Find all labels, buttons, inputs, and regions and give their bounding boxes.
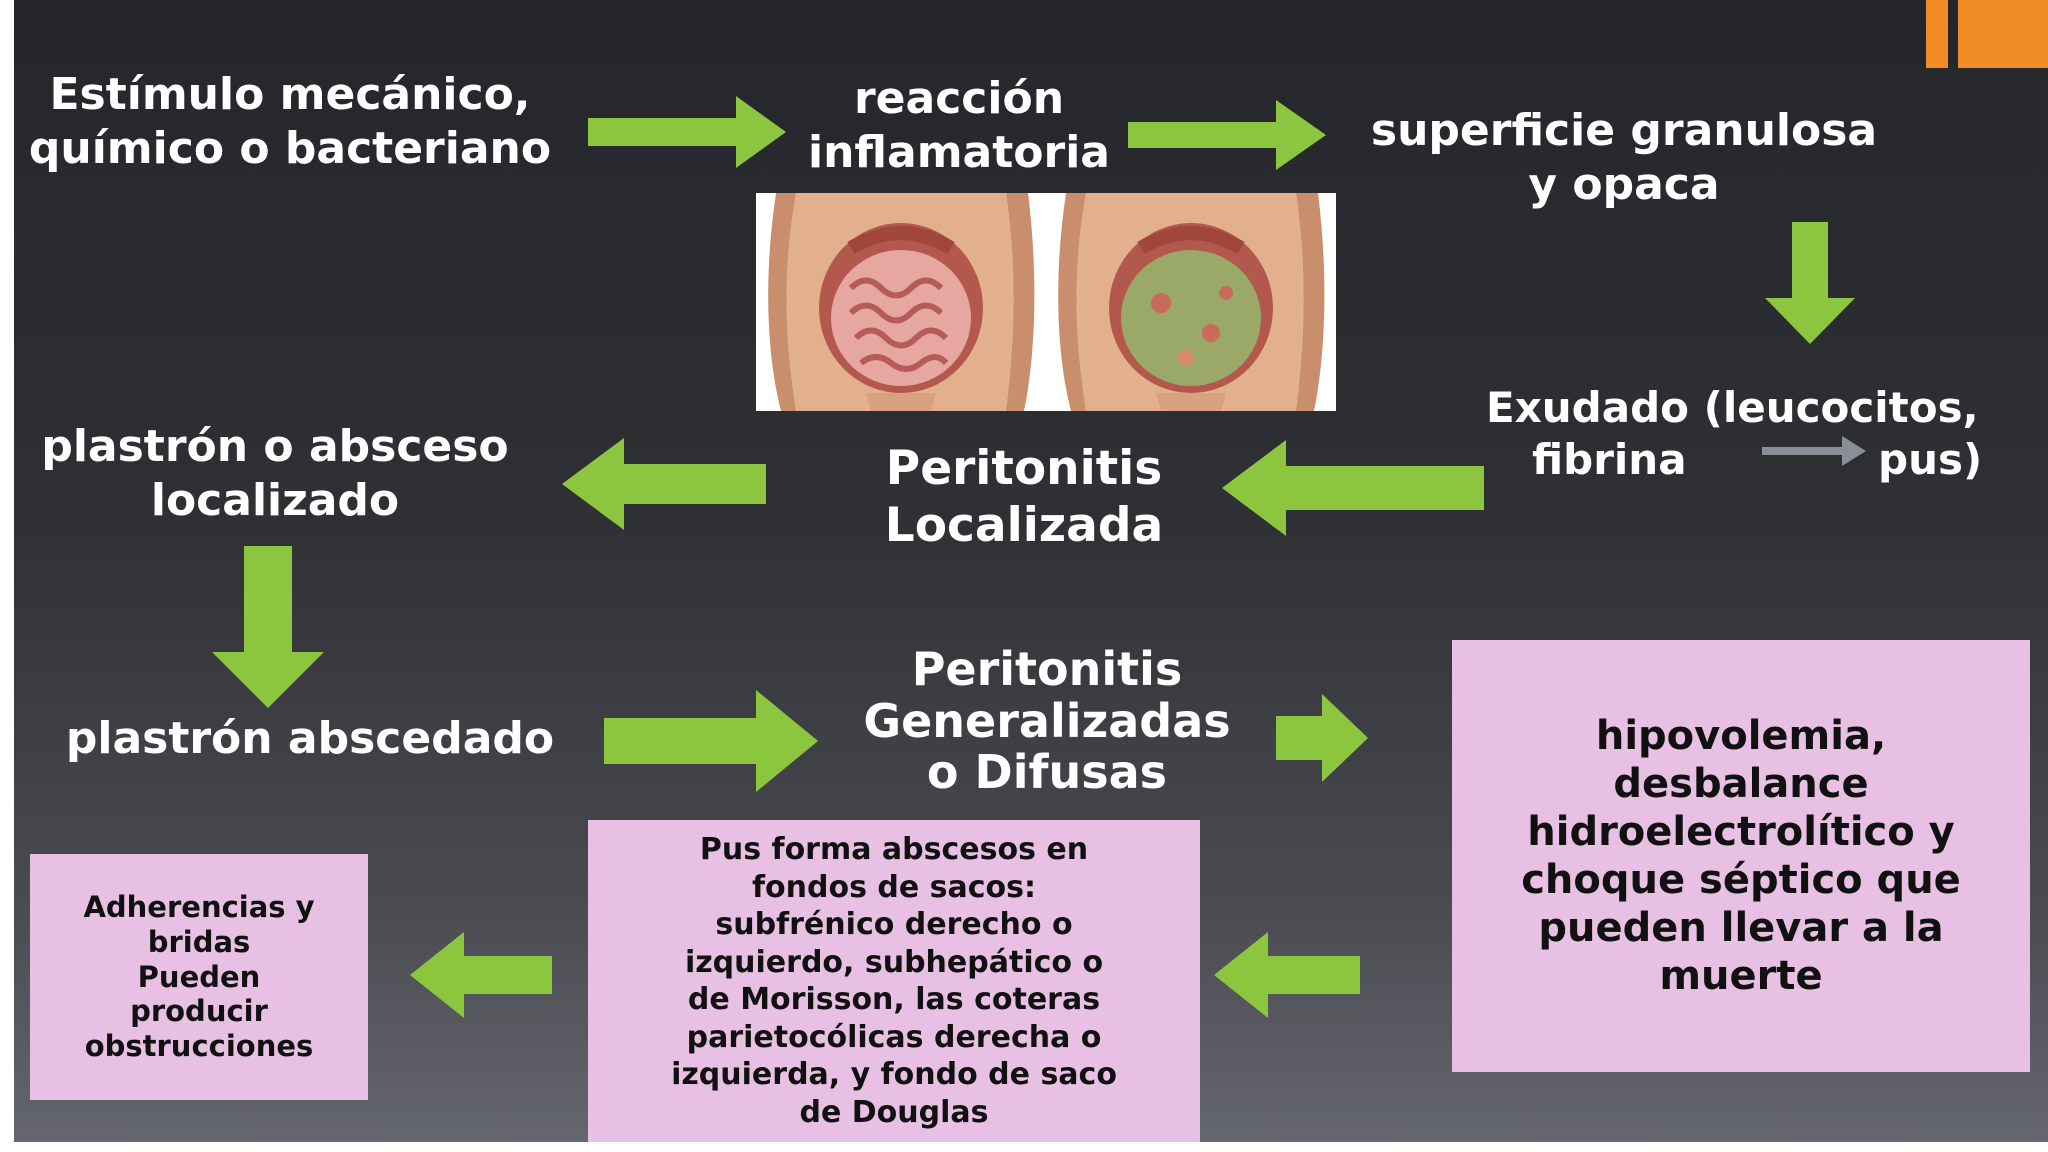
node-surface: superficie granulosa y opaca (1370, 105, 1878, 210)
arrow-right-icon (1762, 436, 1866, 466)
arrow-left-icon (410, 932, 552, 1018)
node-plastron-abscess: plastrón o absceso localizado (41, 421, 509, 526)
arrow-right-icon (588, 96, 786, 168)
abdomen-illustration (756, 193, 1336, 411)
node-exudate-pus: pus) (1878, 435, 1983, 484)
accent-bar (1926, 0, 1948, 68)
arrow-down-icon (212, 546, 324, 708)
box-pus-abscesses: Pus forma abscesos en fondos de sacos: s… (588, 820, 1200, 1142)
node-stimulus: Estímulo mecánico, químico o bacteriano (28, 69, 552, 174)
arrow-right-icon (1128, 100, 1326, 170)
arrow-left-icon (1222, 440, 1484, 536)
arrow-down-icon (1765, 222, 1855, 344)
arrow-left-icon (1214, 932, 1360, 1018)
node-abscessed-plastron: plastrón abscedado (65, 713, 555, 764)
node-localized-peritonitis: Peritonitis Localizada (884, 441, 1164, 554)
node-exudate-fibrin: fibrina (1532, 435, 1687, 484)
box-adhesions: Adherencias y bridas Pueden producir obs… (30, 854, 368, 1100)
box-hypovolemia: hipovolemia, desbalance hidroelectrolíti… (1452, 640, 2030, 1072)
arrow-left-icon (562, 438, 766, 530)
arrow-right-icon (1276, 694, 1368, 782)
abdomen-illustration-icon (756, 193, 1336, 411)
node-exudate: Exudado (leucocitos, (1486, 383, 1979, 432)
arrow-right-icon (604, 690, 818, 792)
node-generalized-peritonitis: Peritonitis Generalizadas o Difusas (863, 642, 1231, 800)
node-inflammatory-reaction: reacción inflamatoria (808, 73, 1110, 178)
accent-bar (1958, 0, 2048, 68)
slide: Estímulo mecánico, químico o bacteriano … (14, 0, 2048, 1142)
